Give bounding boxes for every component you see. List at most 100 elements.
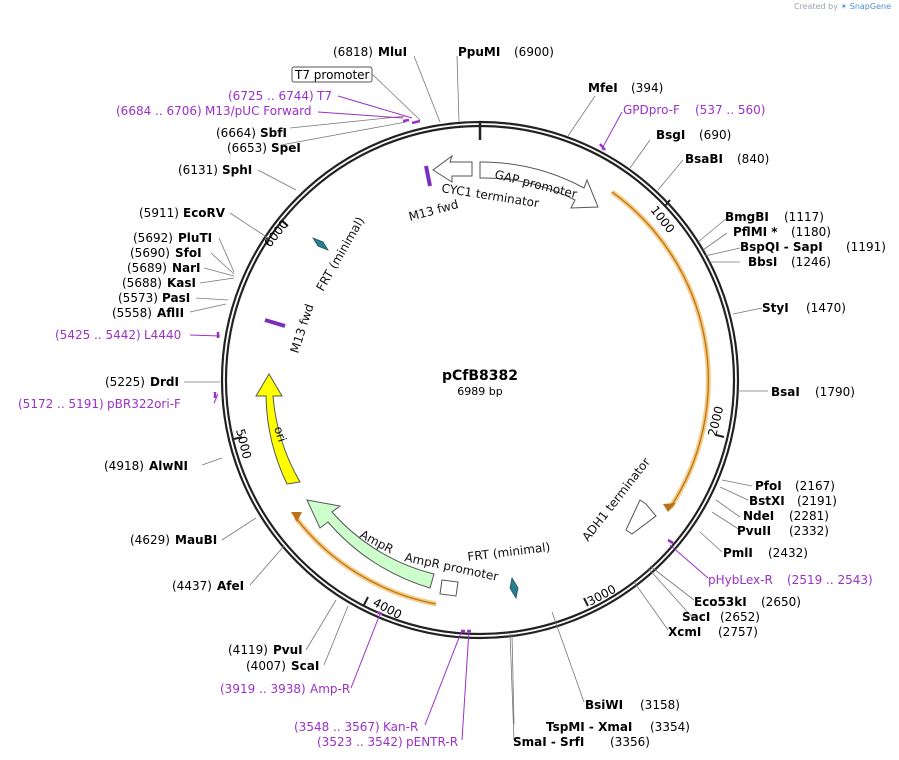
enzyme-kasi-pos: (5688) [122, 276, 162, 290]
enzyme-xcmi-pos: (2757) [718, 625, 758, 639]
enzyme-saci-name: SacI [682, 610, 710, 624]
enzyme-bmgbi-pos: (1117) [784, 210, 824, 224]
cyc1-terminator-arrow [432, 154, 473, 183]
primer-t7-range: (6725 .. 6744) [228, 89, 314, 103]
frt-minimal-bottom-label: FRT (minimal) [467, 540, 551, 564]
tick-5000: 5000 [233, 427, 254, 460]
enzyme-labels-left: (6818) MluI (6664) SbfI (6653) SpeI (613… [104, 45, 407, 673]
enzyme-kasi-name: KasI [167, 276, 196, 290]
enzyme-mlui-pos: (6818) [333, 45, 373, 59]
ori-label: ori [271, 425, 289, 444]
enzyme-pfoi-name: PfoI [755, 479, 782, 493]
enzyme-bbsi-pos: (1246) [791, 255, 831, 269]
tick-label-5000: 5000 [233, 427, 254, 460]
enzyme-bbsi-name: BbsI [748, 255, 777, 269]
enzyme-pluti-name: PluTI [178, 231, 212, 245]
enzyme-tspmi-xmai-name: TspMI - XmaI [546, 720, 632, 734]
tick-3000: 3000 [583, 582, 619, 609]
primer-pentr-r-range: (3523 .. 3542) [317, 735, 403, 749]
enzyme-styi-pos: (1470) [806, 301, 846, 315]
enzyme-pluti-pos: (5692) [133, 231, 173, 245]
tick-label-3000: 3000 [585, 582, 619, 609]
enzyme-pvuii-name: PvuII [737, 524, 771, 538]
enzyme-mfei-pos: (394) [631, 81, 663, 95]
primer-m13puc-forward-name: M13/pUC Forward [205, 104, 312, 118]
primer-l4440-name: L4440 [144, 328, 181, 342]
orf-arc-ampr-line [295, 517, 437, 605]
enzyme-labels-right: PpuMI (6900) MfeI (394) BsgI (690) BsaBI… [458, 45, 886, 749]
frt-minimal-bottom-feature [509, 576, 519, 600]
enzyme-leader-lines [184, 55, 768, 741]
enzyme-bsiwi-pos: (3158) [640, 698, 680, 712]
enzyme-pvuii-pos: (2332) [789, 524, 829, 538]
enzyme-pflmi-pos: (1180) [791, 225, 831, 239]
ampr-promoter-arrow [439, 579, 459, 597]
enzyme-pvui-name: PvuI [273, 643, 303, 657]
enzyme-drdi-name: DrdI [150, 375, 179, 389]
enzyme-sphi-pos: (6131) [178, 163, 218, 177]
enzyme-alwni-name: AlwNI [149, 459, 188, 473]
gap-promoter-arrow [479, 161, 599, 209]
m13-fwd-left-feature [264, 318, 286, 328]
enzyme-bspqi-sapi-pos: (1191) [846, 240, 886, 254]
m13-fwd-top-feature [424, 165, 432, 187]
frt-minimal-left-feature [312, 237, 329, 251]
enzyme-spei-name: SpeI [271, 141, 301, 155]
plasmid-length: 6989 bp [457, 385, 502, 398]
enzyme-ecorv-name: EcoRV [183, 206, 226, 220]
enzyme-sbfi-name: SbfI [260, 126, 287, 140]
adh1-terminator-label: ADH1 terminator [579, 455, 653, 544]
enzyme-sbfi-pos: (6664) [216, 126, 256, 140]
enzyme-afei-pos: (4437) [172, 579, 212, 593]
primer-phyblex-r-name: pHybLex-R [708, 573, 773, 587]
orf-arc-ampr-arrowhead [291, 512, 302, 522]
enzyme-xcmi-name: XcmI [668, 625, 701, 639]
primer-amp-r-range: (3919 .. 3938) [220, 682, 306, 696]
primer-kan-r-range: (3548 .. 3567) [294, 720, 380, 734]
tick-6000: 6000 [261, 217, 291, 250]
t7-promoter-label: T7 promoter [294, 68, 370, 82]
credit-brand: SnapGene [849, 2, 891, 11]
enzyme-ecorv-pos: (5911) [139, 206, 179, 220]
enzyme-sphi-name: SphI [222, 163, 252, 177]
enzyme-pasi-pos: (5573) [118, 291, 158, 305]
enzyme-bsai-name: BsaI [771, 385, 800, 399]
enzyme-bstxi-name: BstXI [749, 494, 785, 508]
orf-arc-right-line [611, 191, 709, 509]
enzyme-mfei-name: MfeI [588, 81, 618, 95]
enzyme-bstxi-pos: (2191) [797, 494, 837, 508]
primer-phyblex-r-range: (2519 .. 2543) [787, 573, 873, 587]
primer-pbr322ori-f-name: pBR322ori-F [107, 397, 181, 411]
enzyme-pfoi-pos: (2167) [795, 479, 835, 493]
enzyme-nari-name: NarI [172, 261, 201, 275]
primer-m13puc-forward-range: (6684 .. 6706) [116, 104, 202, 118]
enzyme-eco53ki-pos: (2650) [761, 595, 801, 609]
primer-labels: GPDpro-F (537 .. 560) pHybLex-R (2519 ..… [18, 89, 873, 749]
frt-minimal-left-label: FRT (minimal) [313, 214, 367, 293]
enzyme-pflmi-name: PflMI * [733, 225, 778, 239]
enzyme-nari-pos: (5689) [127, 261, 167, 275]
snapgene-logo: ✶ SnapGene [840, 2, 892, 11]
primer-pbr322ori-f-range: (5172 .. 5191) [18, 397, 104, 411]
enzyme-bsgi-pos: (690) [699, 128, 731, 142]
primer-kan-r-name: Kan-R [383, 720, 418, 734]
enzyme-drdi-pos: (5225) [105, 375, 145, 389]
ampr-arrow [306, 499, 435, 589]
enzyme-ndei-name: NdeI [743, 509, 774, 523]
enzyme-pmli-pos: (2432) [768, 546, 808, 560]
enzyme-bsgi-name: BsgI [656, 128, 685, 142]
enzyme-bmgbi-name: BmgBI [725, 210, 769, 224]
enzyme-styi-name: StyI [762, 301, 789, 315]
enzyme-maubi-name: MauBI [175, 533, 217, 547]
enzyme-alwni-pos: (4918) [104, 459, 144, 473]
ori-arrow [255, 373, 301, 485]
primer-site-marks [213, 118, 674, 633]
enzyme-afei-name: AfeI [217, 579, 244, 593]
enzyme-ppumi-name: PpuMI [458, 45, 500, 59]
adh1-terminator-arrow [625, 499, 657, 535]
enzyme-bsai-pos: (1790) [815, 385, 855, 399]
m13-fwd-top-label: M13 fwd [407, 197, 460, 224]
enzyme-pvui-pos: (4119) [228, 643, 268, 657]
enzyme-bsabi-name: BsaBI [685, 152, 723, 166]
